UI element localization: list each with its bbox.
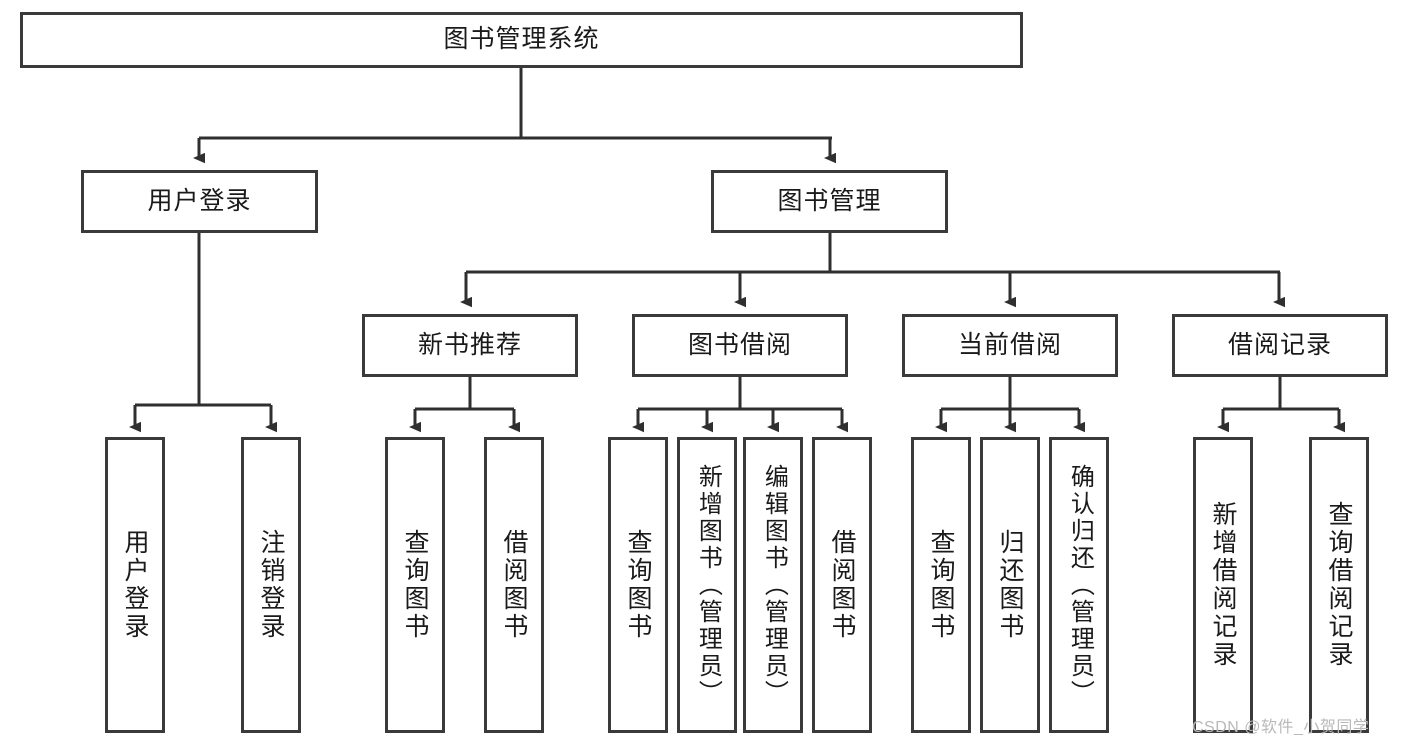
node-label: 图书借阅 [687, 330, 792, 359]
node-label: 新增图书（管理员） [694, 463, 722, 707]
node-label: 借阅记录 [1227, 330, 1332, 359]
node-book-management[interactable]: 图书管理 [711, 170, 948, 233]
node-label: 查询借阅记录 [1325, 501, 1353, 669]
node-leaf-confirm-return-admin[interactable]: 确认归还（管理员） [1049, 437, 1109, 733]
watermark: CSDN @软件_小贺同学 [1192, 719, 1370, 736]
node-leaf-add-book-admin[interactable]: 新增图书（管理员） [677, 437, 737, 733]
node-leaf-user-login[interactable]: 用户登录 [105, 437, 165, 733]
node-leaf-edit-book-admin[interactable]: 编辑图书（管理员） [743, 437, 803, 733]
node-leaf-query-book-current[interactable]: 查询图书 [911, 437, 971, 733]
node-label: 用户登录 [147, 186, 252, 215]
node-leaf-return-book[interactable]: 归还图书 [980, 437, 1040, 733]
node-leaf-borrow-book-recommend[interactable]: 借阅图书 [484, 437, 544, 733]
node-label: 查询图书 [401, 529, 429, 641]
node-root-system[interactable]: 图书管理系统 [20, 12, 1023, 68]
node-label: 新增借阅记录 [1209, 501, 1237, 669]
node-label: 图书管理系统 [443, 25, 600, 54]
node-label: 借阅图书 [828, 529, 856, 641]
node-leaf-query-book-recommend[interactable]: 查询图书 [385, 437, 445, 733]
node-new-book-recommend[interactable]: 新书推荐 [362, 314, 578, 377]
node-borrow-record[interactable]: 借阅记录 [1172, 314, 1388, 377]
node-label: 当前借阅 [957, 330, 1062, 359]
node-label: 确认归还（管理员） [1066, 463, 1094, 707]
node-label: 查询图书 [624, 529, 652, 641]
node-user-login[interactable]: 用户登录 [81, 170, 318, 233]
node-label: 借阅图书 [500, 529, 528, 641]
node-label: 图书管理 [777, 186, 882, 215]
node-label: 注销登录 [257, 529, 285, 641]
node-book-borrow[interactable]: 图书借阅 [632, 314, 848, 377]
node-leaf-borrow-book[interactable]: 借阅图书 [812, 437, 872, 733]
node-label: 用户登录 [121, 529, 149, 641]
node-leaf-add-borrow-record[interactable]: 新增借阅记录 [1193, 437, 1253, 733]
node-label: 编辑图书（管理员） [760, 463, 788, 707]
node-label: 归还图书 [996, 529, 1024, 641]
node-leaf-query-book-borrow[interactable]: 查询图书 [608, 437, 668, 733]
node-label: 查询图书 [927, 529, 955, 641]
node-current-borrow[interactable]: 当前借阅 [902, 314, 1118, 377]
node-leaf-logout[interactable]: 注销登录 [241, 437, 301, 733]
node-label: 新书推荐 [417, 330, 522, 359]
node-leaf-query-borrow-record[interactable]: 查询借阅记录 [1309, 437, 1369, 733]
